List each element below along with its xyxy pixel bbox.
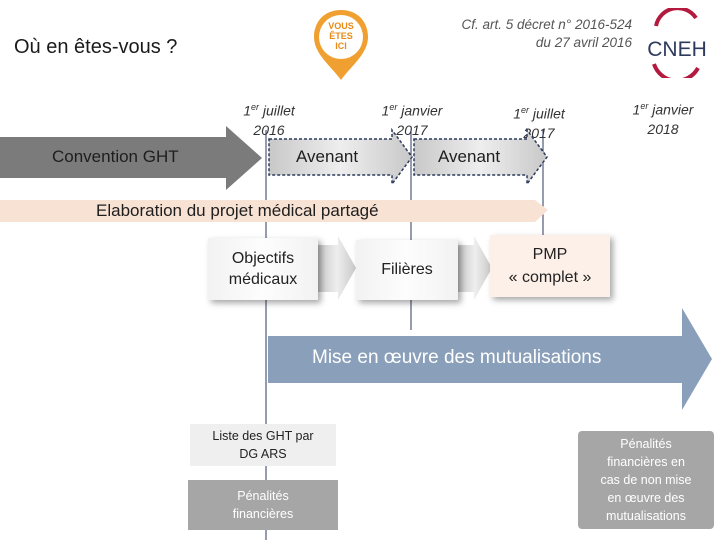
pin-text-2: ÊTES xyxy=(329,30,353,41)
penalites2-line-5: mutualisations xyxy=(606,509,686,523)
penalites-line-1: Pénalités xyxy=(237,489,289,503)
avenant-label-1: Avenant xyxy=(296,147,359,166)
logo-text: CNEH xyxy=(647,38,707,61)
you-are-here-pin-icon: VOUS ÊTES ICI xyxy=(314,10,368,80)
connector-arrow-1 xyxy=(318,236,356,300)
objectifs-medicaux-box: Objectifs médicaux xyxy=(208,238,318,300)
liste-ght-box: Liste des GHT par DG ARS xyxy=(190,424,336,466)
avenant-arrow-1 xyxy=(268,127,413,187)
penalites-line-2: financières xyxy=(232,507,294,521)
objectifs-line-1: Objectifs xyxy=(231,250,295,267)
penalites2-line-4: en œuvre des xyxy=(607,491,685,505)
reference-line-1: Cf. art. 5 décret n° 2016-524 xyxy=(461,17,633,32)
avenant-arrow-2 xyxy=(413,127,548,187)
pmp-line-1: PMP xyxy=(532,246,568,263)
connector-arrow-2 xyxy=(458,236,492,300)
projet-label: Elaboration du projet médical partagé xyxy=(96,201,379,220)
date-juillet-2016: 1er juillet 2016 xyxy=(243,102,295,138)
reference-text: Cf. art. 5 décret n° 2016-524 du 27 avri… xyxy=(412,16,633,52)
objectifs-line-2: médicaux xyxy=(228,271,298,288)
penalites-box: Pénalités financières xyxy=(188,480,338,530)
cneh-logo: CNEH xyxy=(647,8,707,78)
penalites2-line-3: cas de non mise xyxy=(600,473,692,487)
mutualisations-label: Mise en œuvre des mutualisations xyxy=(312,347,602,368)
convention-label: Convention GHT xyxy=(52,147,179,166)
liste-line-2: DG ARS xyxy=(239,447,287,461)
avenant-label-2: Avenant xyxy=(438,147,501,166)
convention-arrow xyxy=(0,126,262,190)
mutualisations-arrow xyxy=(268,308,712,410)
pmp-box: PMP « complet » xyxy=(490,235,610,297)
filieres-label: Filières xyxy=(381,261,433,278)
filieres-box: Filières xyxy=(356,240,458,300)
page-title: Où en êtes-vous ? xyxy=(14,36,178,58)
penalites2-line-2: financières en xyxy=(607,455,685,469)
pin-text-1: VOUS xyxy=(328,21,354,31)
liste-line-1: Liste des GHT par xyxy=(212,429,314,443)
reference-line-2: du 27 avril 2016 xyxy=(535,35,632,50)
pin-text-3: ICI xyxy=(335,41,347,51)
penalites2-line-1: Pénalités xyxy=(620,437,672,451)
date-janvier-2017: 1er janvier 2017 xyxy=(381,102,443,138)
date-janvier-2018: 1er janvier 2018 xyxy=(632,101,694,137)
projet-arrow xyxy=(0,200,548,222)
pmp-line-2: « complet » xyxy=(508,269,592,286)
penalites-mutualisations-box: Pénalités financières en cas de non mise… xyxy=(578,431,714,529)
